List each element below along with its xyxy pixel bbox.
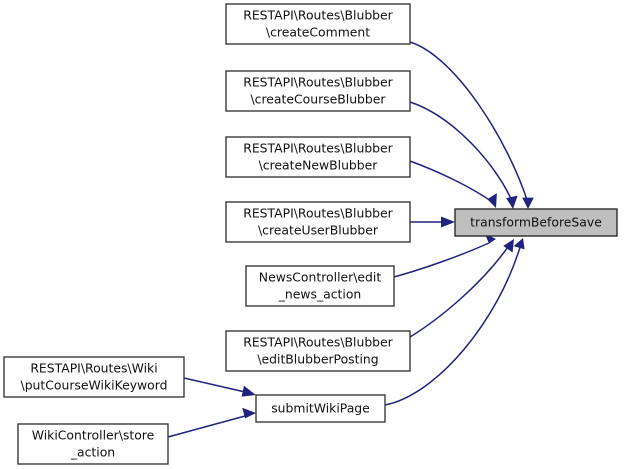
node-put-course-wiki-keyword[interactable]: RESTAPI\Routes\Wiki \putCourseWikiKeyword bbox=[3, 356, 185, 398]
node-put-course-wiki-keyword-label-line-0: RESTAPI\Routes\Wiki bbox=[30, 360, 157, 375]
node-wiki-controller-store-action-label-line-0: WikiController\store bbox=[32, 427, 155, 442]
node-create-course-blubber-label: RESTAPI\Routes\Blubber \createCourseBlubb… bbox=[243, 74, 393, 106]
arrow-head-icon bbox=[503, 239, 514, 253]
edge-wiki-controller-store-to-submit-wiki-page bbox=[167, 407, 256, 438]
edge-edit-blubber-posting-to-transform-before-save bbox=[409, 239, 514, 338]
node-put-course-wiki-keyword-label: RESTAPI\Routes\Wiki \putCourseWikiKeyword bbox=[21, 360, 168, 392]
node-submit-wiki-page-label: submitWikiPage bbox=[271, 400, 370, 415]
node-submit-wiki-page-label-line-0: submitWikiPage bbox=[271, 400, 370, 415]
arrow-head-icon bbox=[487, 193, 497, 208]
node-submit-wiki-page-rect[interactable] bbox=[255, 394, 386, 423]
node-wiki-controller-store-action-label-line-1: _action bbox=[70, 444, 115, 459]
node-create-course-blubber-label-line-1: \createCourseBlubber bbox=[250, 91, 386, 106]
node-create-user-blubber-label: RESTAPI\Routes\Blubber \createUserBlubber bbox=[243, 205, 393, 237]
nodes-layer: RESTAPI\Routes\Blubber\createCommentREST… bbox=[3, 3, 618, 465]
arrow-head-icon bbox=[441, 216, 455, 228]
edges-layer bbox=[167, 41, 534, 438]
node-create-new-blubber-label: RESTAPI\Routes\Blubber \createNewBlubber bbox=[243, 140, 393, 172]
node-create-comment[interactable]: RESTAPI\Routes\Blubber \createComment bbox=[225, 3, 411, 45]
node-create-comment-label: RESTAPI\Routes\Blubber \createComment bbox=[243, 7, 393, 39]
arrow-head-icon bbox=[242, 407, 256, 419]
node-edit-blubber-posting-label: RESTAPI\Routes\Blubber \editBlubberPostin… bbox=[243, 334, 393, 366]
node-edit-blubber-posting-rect[interactable] bbox=[225, 330, 411, 372]
node-create-user-blubber-label-line-0: RESTAPI\Routes\Blubber bbox=[243, 205, 393, 220]
node-create-new-blubber-rect[interactable] bbox=[225, 136, 411, 178]
node-news-controller-edit-news-action-label-line-0: NewsController\edit bbox=[259, 269, 382, 284]
arrow-head-icon bbox=[241, 385, 256, 397]
node-transform-before-save[interactable]: transformBeforeSave bbox=[454, 208, 618, 237]
edge-put-course-wiki-keyword-to-submit-wiki-page bbox=[183, 377, 256, 397]
node-put-course-wiki-keyword-label-line-1: \putCourseWikiKeyword bbox=[21, 377, 168, 392]
node-transform-before-save-label: transformBeforeSave bbox=[470, 214, 602, 229]
arrow-head-icon bbox=[522, 197, 534, 209]
node-wiki-controller-store-action-rect[interactable] bbox=[17, 423, 169, 465]
node-edit-blubber-posting-label-line-1: \editBlubberPosting bbox=[257, 351, 378, 366]
node-create-new-blubber[interactable]: RESTAPI\Routes\Blubber \createNewBlubber bbox=[225, 136, 411, 178]
node-create-comment-label-line-0: RESTAPI\Routes\Blubber bbox=[243, 7, 393, 22]
node-wiki-controller-store-action[interactable]: WikiController\store _action bbox=[17, 423, 169, 465]
node-news-controller-edit-news-action-rect[interactable] bbox=[245, 265, 395, 307]
edge-submit-wiki-page-to-transform-before-save bbox=[384, 238, 525, 406]
arrow-head-icon bbox=[513, 238, 525, 250]
node-edit-blubber-posting[interactable]: RESTAPI\Routes\Blubber \editBlubberPostin… bbox=[225, 330, 411, 372]
node-transform-before-save-rect[interactable] bbox=[454, 208, 618, 237]
node-create-new-blubber-label-line-0: RESTAPI\Routes\Blubber bbox=[243, 140, 393, 155]
edge-create-comment-to-transform-before-save bbox=[409, 41, 534, 209]
node-submit-wiki-page[interactable]: submitWikiPage bbox=[255, 394, 386, 423]
node-create-user-blubber-rect[interactable] bbox=[225, 201, 411, 243]
edge-create-course-blubber-to-transform-before-save bbox=[409, 101, 518, 209]
node-news-controller-edit-news-action-label-line-1: _news_action bbox=[278, 286, 362, 301]
edge-create-new-blubber-to-transform-before-save bbox=[409, 160, 497, 208]
edge-create-user-blubber-to-transform-before-save bbox=[410, 216, 455, 228]
arrow-head-icon bbox=[506, 195, 518, 209]
node-create-course-blubber-label-line-0: RESTAPI\Routes\Blubber bbox=[243, 74, 393, 89]
node-create-user-blubber[interactable]: RESTAPI\Routes\Blubber \createUserBlubber bbox=[225, 201, 411, 243]
node-create-user-blubber-label-line-1: \createUserBlubber bbox=[258, 222, 379, 237]
node-edit-blubber-posting-label-line-0: RESTAPI\Routes\Blubber bbox=[243, 334, 393, 349]
node-create-comment-label-line-1: \createComment bbox=[266, 24, 370, 39]
node-create-new-blubber-label-line-1: \createNewBlubber bbox=[259, 157, 379, 172]
node-wiki-controller-store-action-label: WikiController\store _action bbox=[32, 427, 155, 459]
node-create-comment-rect[interactable] bbox=[225, 3, 411, 45]
node-news-controller-edit-news-action-label: NewsController\edit _news_action bbox=[259, 269, 382, 301]
node-news-controller-edit-news-action[interactable]: NewsController\edit _news_action bbox=[245, 265, 395, 307]
node-transform-before-save-label-line-0: transformBeforeSave bbox=[470, 214, 602, 229]
node-create-course-blubber[interactable]: RESTAPI\Routes\Blubber \createCourseBlubb… bbox=[225, 70, 411, 112]
node-put-course-wiki-keyword-rect[interactable] bbox=[3, 356, 185, 398]
node-create-course-blubber-rect[interactable] bbox=[225, 70, 411, 112]
